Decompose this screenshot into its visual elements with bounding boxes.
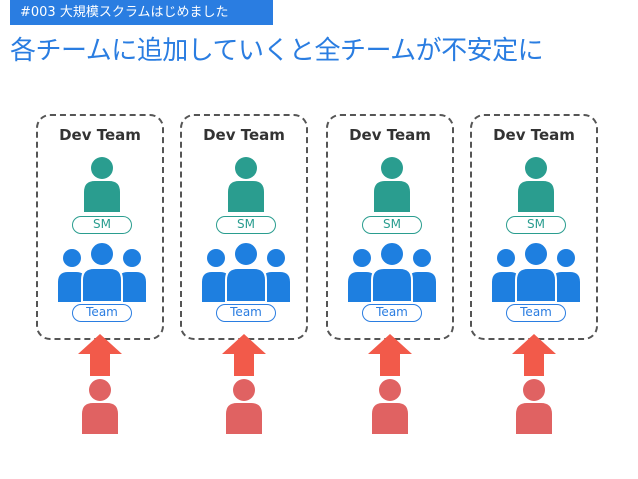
team-box: Dev Team SM Team (326, 114, 454, 340)
team-title: Dev Team (59, 126, 141, 144)
team-group-icon (492, 242, 580, 302)
newcomer-person-icon (516, 379, 552, 434)
arrow-up-icon (368, 334, 412, 376)
slide-title: 各チームに追加していくと全チームが不安定に (10, 36, 544, 66)
series-tag: #003 大規模スクラムはじめました (10, 0, 273, 25)
team-label-pill: Team (216, 304, 276, 322)
team-title: Dev Team (349, 126, 431, 144)
sm-label-pill: SM (506, 216, 566, 234)
team-label-pill: Team (362, 304, 422, 322)
newcomer-person-icon (82, 379, 118, 434)
team-box: Dev Team SM Team (180, 114, 308, 340)
arrow-up-icon (512, 334, 556, 376)
team-group-icon (202, 242, 290, 302)
sm-label-pill: SM (362, 216, 422, 234)
arrow-up-icon (78, 334, 122, 376)
newcomer-person-icon (226, 379, 262, 434)
sm-person-icon (84, 157, 120, 212)
team-title: Dev Team (203, 126, 285, 144)
team-title: Dev Team (493, 126, 575, 144)
team-box: Dev Team SM Team (36, 114, 164, 340)
sm-person-icon (228, 157, 264, 212)
team-group-icon (58, 242, 146, 302)
sm-label-pill: SM (216, 216, 276, 234)
newcomer-person-icon (372, 379, 408, 434)
team-label-pill: Team (72, 304, 132, 322)
sm-label-pill: SM (72, 216, 132, 234)
sm-person-icon (374, 157, 410, 212)
team-group-icon (348, 242, 436, 302)
sm-person-icon (518, 157, 554, 212)
arrow-up-icon (222, 334, 266, 376)
team-box: Dev Team SM Team (470, 114, 598, 340)
team-label-pill: Team (506, 304, 566, 322)
